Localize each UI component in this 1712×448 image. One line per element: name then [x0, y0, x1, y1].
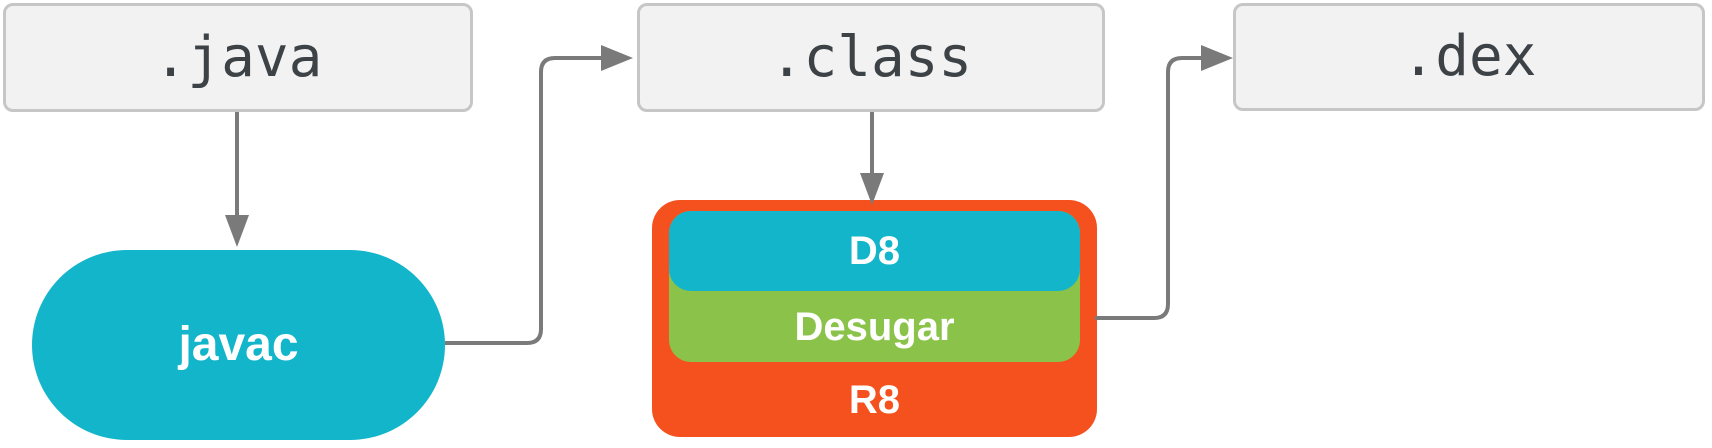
arrowhead-javac-to-class [601, 45, 633, 71]
tool-label-d8: D8 [848, 229, 901, 273]
arrowhead-r8-to-dex [1201, 45, 1233, 71]
file-box-class: .class [637, 3, 1105, 112]
tool-javac: javac [32, 250, 445, 440]
file-box-java: .java [3, 3, 473, 112]
file-box-dex: .dex [1233, 3, 1705, 111]
tool-r8-label-area: R8 [652, 362, 1097, 437]
tool-label-desugar: Desugar [794, 304, 955, 349]
tool-desugar-container: D8 Desugar [669, 211, 1080, 362]
tool-desugar-label-area: Desugar [669, 291, 1080, 362]
tool-d8: D8 [669, 211, 1080, 291]
arrowhead-java-to-javac [225, 215, 249, 247]
file-label-class: .class [769, 24, 973, 90]
tool-r8-container: D8 Desugar R8 [652, 200, 1097, 437]
tool-label-javac: javac [178, 318, 299, 371]
file-label-dex: .dex [1401, 24, 1537, 89]
connector-r8-to-dex [1095, 56, 1202, 320]
file-label-java: .java [153, 24, 323, 90]
tool-label-r8: R8 [848, 377, 901, 422]
